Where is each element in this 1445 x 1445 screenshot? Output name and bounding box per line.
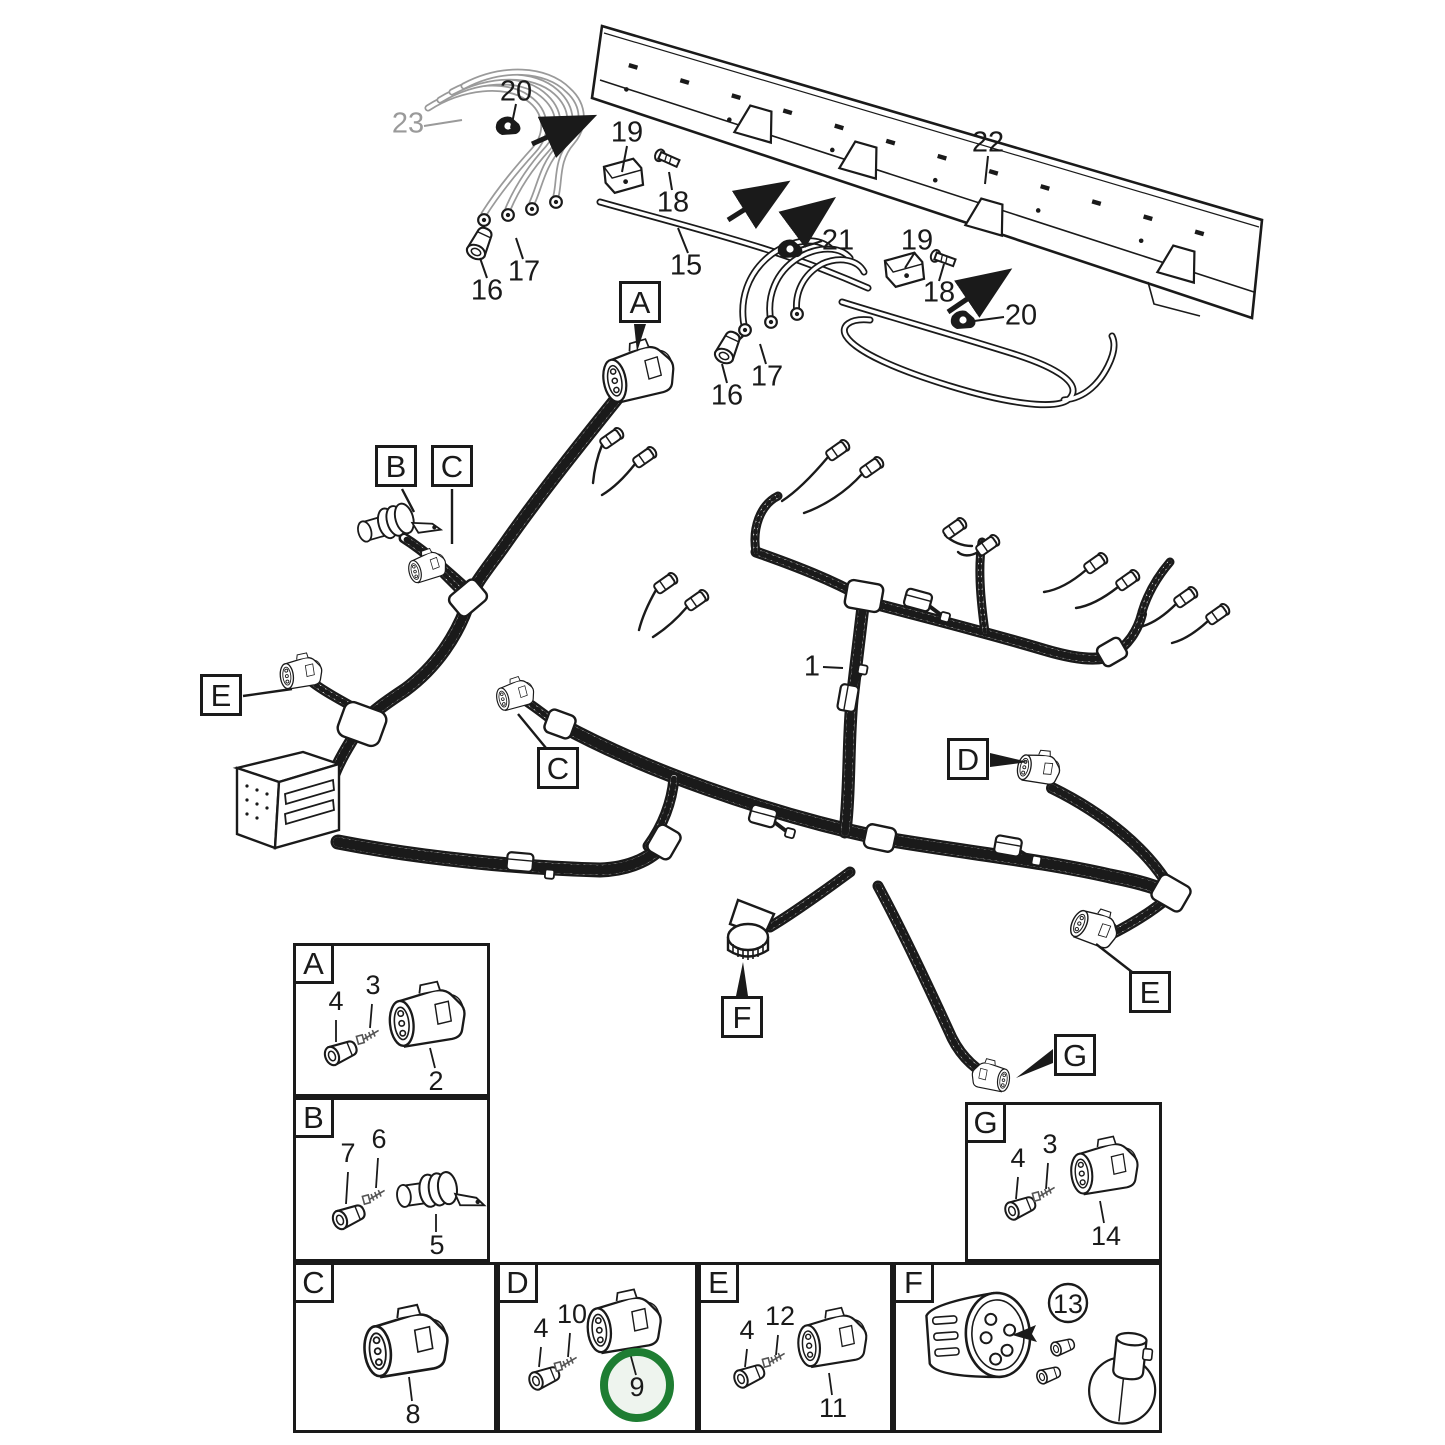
panel-g-num-14: 14 xyxy=(1091,1221,1121,1251)
letter-callout-g: G xyxy=(1054,1034,1096,1076)
panel-a-num-2: 2 xyxy=(428,1066,443,1094)
panel-f-art: 13 xyxy=(923,1282,1159,1428)
panel-c-art: 8 xyxy=(359,1300,452,1429)
rail-holes xyxy=(624,63,1205,244)
letter-callout-c-mid: C xyxy=(537,747,579,789)
panel-g-num-3: 3 xyxy=(1042,1129,1057,1159)
panel-d-num-9: 9 xyxy=(629,1372,644,1402)
cap-16-right xyxy=(711,327,745,368)
panel-b-art: 7 6 5 xyxy=(329,1124,486,1259)
panel-b-num-6: 6 xyxy=(371,1124,386,1154)
connector-b xyxy=(353,494,442,553)
letter-callout-d: D xyxy=(947,738,989,780)
panel-f-num-13: 13 xyxy=(1053,1289,1083,1319)
panel-a-art: 4 3 2 xyxy=(321,970,469,1094)
harness-junctions xyxy=(336,578,1192,913)
clamp-20-right xyxy=(950,310,976,329)
panel-c-num-8: 8 xyxy=(405,1399,420,1429)
panel-d-letter: D xyxy=(497,1262,538,1303)
panel-e-num-11: 11 xyxy=(819,1393,847,1423)
letter-callout-a: A xyxy=(619,281,661,323)
callout-16-right: 16 xyxy=(710,379,744,412)
fuel-pipes-right xyxy=(596,198,1118,409)
callout-17-right: 17 xyxy=(750,360,784,393)
letter-callout-e-right: E xyxy=(1129,971,1171,1013)
connector-e-left xyxy=(277,650,324,691)
cap-16-left xyxy=(463,223,497,264)
callout-20-right: 20 xyxy=(1004,299,1038,332)
callout-18-left: 18 xyxy=(656,186,690,219)
letter-callout-b: B xyxy=(375,445,417,487)
panel-d-num-10: 10 xyxy=(557,1299,587,1329)
callout-18-right: 18 xyxy=(922,276,956,309)
panel-d-num-4: 4 xyxy=(533,1313,548,1343)
detail-panel-d: D 9 4 10 xyxy=(497,1262,698,1433)
letter-callout-f: F xyxy=(721,996,763,1038)
panel-a-num-4: 4 xyxy=(328,986,343,1016)
detail-panel-g: G 4 3 14 xyxy=(965,1102,1162,1262)
callout-23: 23 xyxy=(391,107,425,140)
panel-g-letter: G xyxy=(965,1102,1006,1143)
callout-19-right: 19 xyxy=(900,224,934,257)
mounting-arrows xyxy=(530,114,1013,318)
bolt-18-left xyxy=(652,147,682,170)
highlight-circle-fill xyxy=(604,1352,670,1418)
rail-clips xyxy=(732,104,1196,285)
panel-b-num-7: 7 xyxy=(340,1138,355,1168)
chassis-rail xyxy=(590,24,1264,320)
panel-g-art: 4 3 14 xyxy=(1001,1129,1142,1251)
callout-17-left: 17 xyxy=(507,255,541,288)
callout-22: 22 xyxy=(971,126,1005,159)
panel-a-num-3: 3 xyxy=(365,970,380,1000)
detail-panel-c: C 8 xyxy=(293,1262,497,1433)
detail-panel-b: B 7 6 5 xyxy=(293,1097,490,1262)
callout-21: 21 xyxy=(821,224,855,257)
ecu-module xyxy=(235,750,341,850)
clamp-20-left xyxy=(495,116,521,135)
callout-19-left: 19 xyxy=(610,116,644,149)
panel-b-num-5: 5 xyxy=(429,1230,444,1259)
connector-d xyxy=(1014,744,1064,788)
panel-a-letter: A xyxy=(293,943,334,984)
connector-e-right xyxy=(1066,898,1125,954)
panel-e-num-4: 4 xyxy=(739,1315,754,1345)
callout-1-harness: 1 xyxy=(803,650,821,683)
circle-part-13 xyxy=(1047,1282,1089,1324)
highlight-circle-part-9 xyxy=(600,1348,674,1422)
branch-wires xyxy=(591,443,1210,645)
panel-e-num-12: 12 xyxy=(765,1301,795,1331)
detail-panel-f: F 13 xyxy=(893,1262,1162,1433)
letter-callout-c-top: C xyxy=(431,445,473,487)
panel-d-art: 9 4 10 xyxy=(525,1285,674,1422)
letter-leaders xyxy=(242,324,1133,1078)
panel-e-art: 4 12 11 xyxy=(730,1301,870,1423)
callout-16-left: 16 xyxy=(470,274,504,307)
panel-g-num-4: 4 xyxy=(1010,1143,1025,1173)
panel-b-letter: B xyxy=(293,1097,334,1138)
panel-f-arrow xyxy=(1012,1325,1037,1342)
bracket-19-right xyxy=(883,250,926,289)
letter-callout-e-left: E xyxy=(200,674,242,716)
connector-f xyxy=(726,898,776,960)
detail-panel-e: E 4 12 11 xyxy=(698,1262,893,1433)
callout-15: 15 xyxy=(669,249,703,282)
detail-panel-a: A 4 3 2 xyxy=(293,943,490,1097)
harness-connectors xyxy=(235,334,1125,1094)
pipe-fittings xyxy=(463,116,976,368)
panel-c-letter: C xyxy=(293,1262,334,1303)
panel-f-letter: F xyxy=(893,1262,934,1303)
callout-20-left: 20 xyxy=(499,75,533,108)
callout-leaders xyxy=(423,103,1005,669)
panel-e-letter: E xyxy=(698,1262,739,1303)
